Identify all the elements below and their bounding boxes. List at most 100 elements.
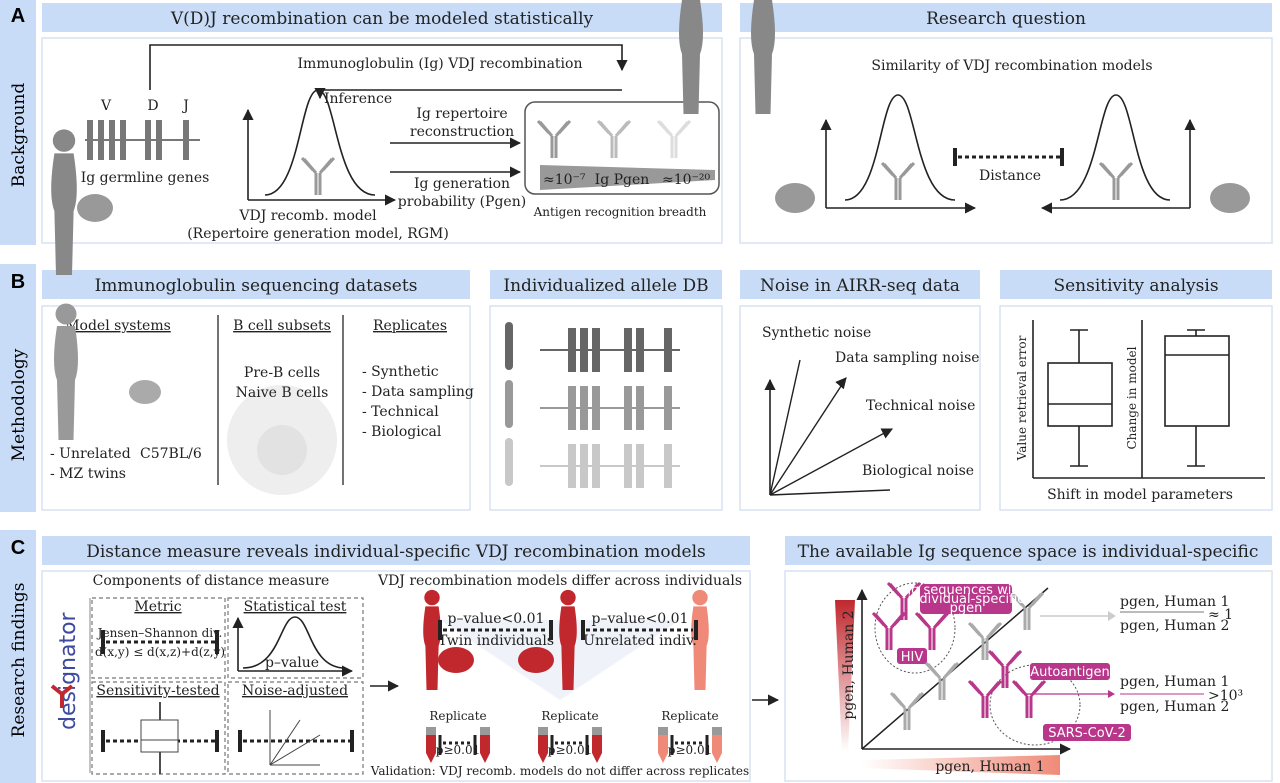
replicates-title: Replicates bbox=[373, 318, 447, 334]
b-cell-item: Naive B cells bbox=[236, 385, 329, 401]
pgen-mid: Ig Pgen bbox=[595, 172, 650, 188]
human-icon bbox=[505, 380, 513, 428]
boxplot-1 bbox=[1047, 329, 1113, 467]
designator-logo: designator bbox=[50, 611, 81, 730]
gene-v: V bbox=[100, 98, 112, 114]
boxplot-2 bbox=[1164, 329, 1230, 467]
replicate-label: Replicate bbox=[541, 709, 598, 723]
panel-a2-title: Research question bbox=[926, 9, 1086, 29]
differ-title: VDJ recombination models differ across i… bbox=[377, 573, 742, 589]
germline-genes: V D J Ig germline genes bbox=[81, 98, 210, 186]
x-gradient bbox=[862, 755, 1060, 775]
metric-line-1: Jensen–Shannon div. bbox=[96, 626, 223, 640]
section-label: Background bbox=[9, 83, 29, 188]
y-gradient bbox=[835, 600, 855, 752]
model-systems-title: Model systems bbox=[65, 318, 171, 334]
stat-title: Statistical test bbox=[244, 599, 347, 615]
allele-row bbox=[505, 380, 680, 430]
vdj-subtitle: Immunoglobulin (Ig) VDJ recombination bbox=[298, 56, 583, 72]
noise-label: Synthetic noise bbox=[762, 325, 871, 341]
metric-title: Metric bbox=[134, 599, 181, 615]
replicate-pair: Replicate p≥0.01 bbox=[426, 709, 490, 763]
panel-b4-title: Sensitivity analysis bbox=[1053, 276, 1218, 296]
panel-b3-title: Noise in AIRR-seq data bbox=[760, 276, 960, 296]
breadth-label: Antigen recognition breadth bbox=[533, 205, 707, 219]
pgen-high: ≈10⁻⁷ bbox=[543, 172, 586, 188]
repertoire-label: Ig repertoire bbox=[416, 106, 507, 122]
ratio2-value: >10³ bbox=[1208, 688, 1243, 704]
model-item: - Unrelated bbox=[50, 446, 131, 462]
human-icon bbox=[505, 322, 513, 370]
metric-line-2: d(x,y) ≤ d(x,z)+d(z,y) bbox=[95, 645, 225, 659]
panel-c1-content: Components of distance measure designato… bbox=[50, 573, 749, 778]
model-label-2: (Repertoire generation model, RGM) bbox=[187, 226, 449, 242]
replicate-label: Replicate bbox=[429, 709, 486, 723]
section-letter: C bbox=[11, 537, 25, 559]
section-a-strip: A Background bbox=[0, 0, 36, 245]
hiv-label: HIV bbox=[901, 650, 924, 665]
callout-box bbox=[920, 584, 1012, 614]
gene-d: D bbox=[147, 98, 158, 114]
panel-b3-content: Synthetic noise Data sampling noise Tech… bbox=[762, 325, 980, 496]
callout-line: Ig sequences with bbox=[907, 583, 1024, 598]
components-title: Components of distance measure bbox=[93, 573, 330, 589]
sens-title: Sensitivity-tested bbox=[96, 683, 219, 699]
mouse-twin-1 bbox=[438, 647, 474, 673]
panel-b2-title: Individualized allele DB bbox=[503, 276, 708, 296]
replicate-p: p≥0.01 bbox=[436, 743, 480, 757]
ratio2-numerator: pgen, Human 1 bbox=[1120, 674, 1229, 690]
pgen-label: Ig generation bbox=[414, 176, 510, 192]
y-label-1: Value retrieval error bbox=[1015, 335, 1029, 461]
mouse-right bbox=[1210, 183, 1250, 213]
validation-label: Validation: VDJ recomb. models do not di… bbox=[370, 764, 749, 778]
replicate-item: - Data sampling bbox=[362, 384, 474, 400]
ratio1-numerator: pgen, Human 1 bbox=[1120, 594, 1229, 610]
callout-line: individual-specific bbox=[908, 592, 1025, 607]
panel-a2-content: Similarity of VDJ recombination models D… bbox=[679, 0, 1250, 214]
repertoire-label-2: reconstruction bbox=[410, 124, 514, 140]
ratio1-value: ≈ 1 bbox=[1208, 607, 1233, 623]
section-b-strip: B Methodology bbox=[0, 264, 36, 512]
section-letter: A bbox=[11, 5, 25, 27]
gene-j: J bbox=[181, 98, 189, 114]
sars-label: SARS-CoV-2 bbox=[1048, 726, 1126, 741]
pval-twin: p–value<0.01 bbox=[448, 611, 545, 627]
replicate-item: - Biological bbox=[362, 424, 442, 440]
sars-badge bbox=[1043, 724, 1131, 741]
b-cell-title: B cell subsets bbox=[233, 318, 331, 334]
unrelated-label: Unrelated indiv. bbox=[583, 633, 697, 649]
p-value-label: p–value bbox=[265, 655, 319, 671]
distance-label: Distance bbox=[979, 168, 1041, 184]
noise-label: Biological noise bbox=[862, 463, 974, 479]
model-label: VDJ recomb. model bbox=[238, 208, 377, 224]
panel-b2-content bbox=[505, 322, 680, 488]
brand-text: designator bbox=[56, 611, 81, 730]
ratio2-denominator: pgen, Human 2 bbox=[1120, 699, 1229, 715]
replicate-label: Replicate bbox=[661, 709, 718, 723]
mouse-icon bbox=[77, 194, 113, 222]
section-label: Research findings bbox=[9, 583, 29, 738]
pgen-low: ≈10⁻²⁰ bbox=[662, 172, 711, 188]
replicate-item: - Technical bbox=[362, 404, 439, 420]
germline-label: Ig germline genes bbox=[81, 170, 210, 186]
hiv-cluster bbox=[874, 582, 956, 674]
mouse-twin-2 bbox=[518, 647, 554, 673]
y-axis-label: pgen, Human 2 bbox=[841, 610, 857, 719]
panel-a1-content: Immunoglobulin (Ig) VDJ recombination V … bbox=[51, 44, 720, 275]
human-icon bbox=[505, 438, 513, 486]
x-axis-label: pgen, Human 1 bbox=[935, 759, 1044, 775]
hiv-badge bbox=[897, 648, 927, 664]
b-cell-item: Pre-B cells bbox=[244, 365, 320, 381]
section-c-strip: C Research findings bbox=[0, 530, 36, 783]
pval-unrelated: p–value<0.01 bbox=[592, 611, 689, 627]
section-letter: B bbox=[11, 271, 25, 293]
panel-c2-title: The available Ig sequence space is indiv… bbox=[798, 542, 1259, 562]
y-label-2: Change in model bbox=[1125, 346, 1139, 449]
x-label: Shift in model parameters bbox=[1047, 487, 1233, 503]
autoantigen-badge bbox=[1030, 663, 1110, 680]
callout-line: pgen bbox=[950, 601, 983, 616]
noise-title: Noise-adjusted bbox=[242, 683, 348, 699]
ratio1-denominator: pgen, Human 2 bbox=[1120, 618, 1229, 634]
